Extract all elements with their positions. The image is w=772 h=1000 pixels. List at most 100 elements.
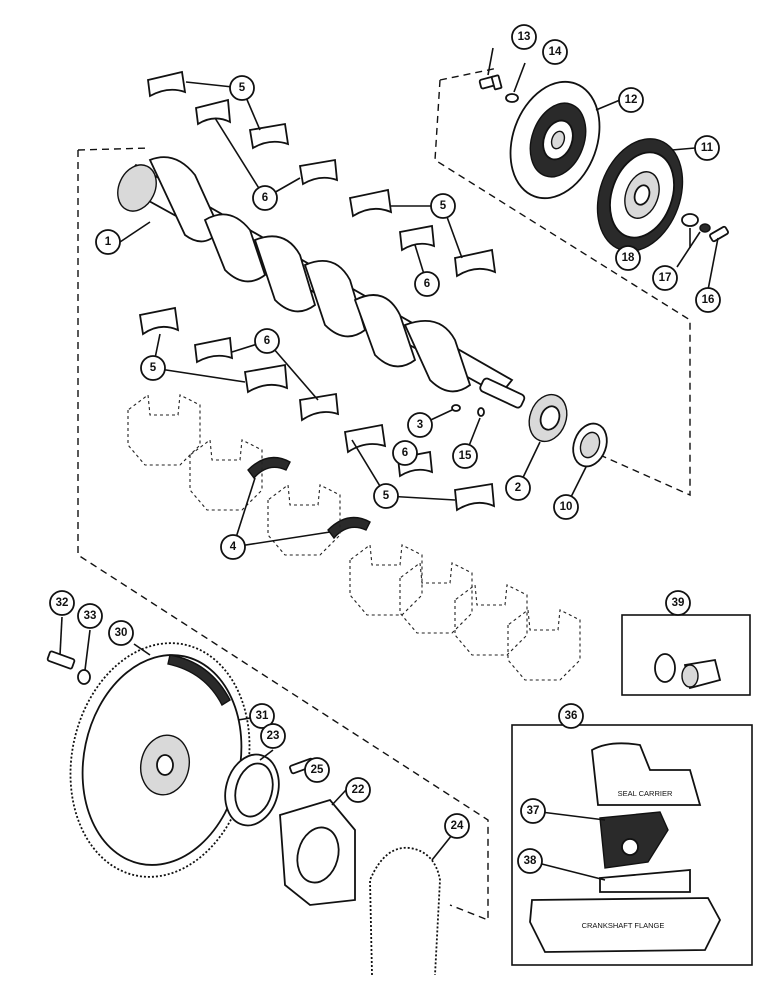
inset-36-box: SEAL CARRIER CRANKSHAFT FLANGE [511, 724, 753, 966]
callout-6: 6 [254, 328, 280, 354]
callout-37: 37 [520, 798, 546, 824]
svg-text:17: 17 [659, 272, 672, 284]
callout-6: 6 [392, 440, 418, 466]
bearing-shell-6 [298, 158, 339, 186]
bolt-16 [709, 225, 729, 243]
svg-text:2: 2 [515, 482, 521, 494]
callout-14: 14 [542, 39, 568, 65]
svg-text:39: 39 [672, 597, 685, 609]
bolt-32 [46, 650, 76, 670]
bearing-shell-6 [299, 392, 340, 422]
bearing-cap [454, 583, 528, 656]
bearing-shell-5 [348, 188, 393, 218]
callout-16: 16 [695, 287, 721, 313]
callout-2: 2 [505, 475, 531, 501]
svg-text:6: 6 [424, 278, 430, 290]
bearing-cap [267, 483, 341, 556]
callout-4: 4 [220, 534, 246, 560]
washer-17 [699, 223, 711, 233]
callout-31: 31 [249, 703, 275, 729]
bearing-shell-5 [243, 363, 289, 394]
bolt-13 [478, 74, 503, 91]
svg-text:31: 31 [256, 710, 269, 722]
svg-text:32: 32 [56, 597, 69, 609]
bearing-shell-5 [454, 482, 496, 512]
callout-1: 1 [95, 229, 121, 255]
thrust-washer-4 [327, 516, 371, 540]
washer-14 [505, 93, 519, 103]
callout-18: 18 [615, 245, 641, 271]
svg-text:18: 18 [622, 252, 635, 264]
bearing-shell-5 [343, 423, 387, 454]
svg-text:5: 5 [440, 200, 447, 212]
callout-25: 25 [304, 757, 330, 783]
damper-12 [509, 80, 601, 200]
inset-39-box [621, 614, 751, 696]
bearing-shell-5 [454, 248, 497, 278]
svg-text:6: 6 [402, 447, 408, 459]
bearing-cap [189, 438, 263, 511]
svg-text:1: 1 [105, 236, 112, 248]
bearing-shell-5 [138, 306, 180, 336]
crankshaft-1 [117, 156, 526, 409]
svg-text:15: 15 [459, 450, 472, 462]
callout-15: 15 [452, 443, 478, 469]
thrust-washer-4 [247, 456, 291, 480]
callout-17: 17 [652, 265, 678, 291]
bearing-shell-6 [195, 98, 232, 126]
seal-carrier-section [591, 742, 702, 806]
svg-text:13: 13 [518, 31, 531, 43]
callout-12: 12 [618, 87, 644, 113]
svg-text:6: 6 [264, 335, 270, 347]
callout-38: 38 [517, 848, 543, 874]
callout-5: 5 [430, 193, 456, 219]
bearing-shell-6 [399, 224, 436, 252]
key-15 [477, 407, 485, 417]
svg-text:25: 25 [311, 764, 324, 776]
svg-text:4: 4 [230, 541, 237, 553]
svg-text:23: 23 [267, 730, 280, 742]
bearing-shell-6 [194, 336, 234, 364]
svg-text:33: 33 [84, 610, 97, 622]
bearing-cap [507, 608, 581, 681]
svg-text:14: 14 [549, 46, 562, 58]
bearing-shell-5 [147, 70, 187, 98]
svg-text:5: 5 [150, 362, 157, 374]
bearing-cap [349, 543, 423, 616]
flywheel-30 [69, 642, 251, 878]
svg-text:37: 37 [527, 805, 540, 817]
callout-3: 3 [407, 412, 433, 438]
callout-36: 36 [558, 703, 584, 729]
callout-10: 10 [553, 494, 579, 520]
crankshaft-group-boundary-top [77, 147, 151, 151]
rear-seal-23 [224, 753, 280, 827]
svg-text:38: 38 [524, 855, 537, 867]
callout-5: 5 [140, 355, 166, 381]
callout-6: 6 [414, 271, 440, 297]
pulley-11 [596, 138, 684, 252]
svg-text:6: 6 [262, 192, 268, 204]
callout-22: 22 [345, 777, 371, 803]
svg-text:5: 5 [383, 490, 390, 502]
front-seal-10 [572, 422, 608, 468]
bearing-shell-5 [248, 122, 290, 150]
callout-5: 5 [373, 483, 399, 509]
callout-24: 24 [444, 813, 470, 839]
crankshaft-gear-2 [528, 393, 568, 443]
svg-text:3: 3 [417, 419, 423, 431]
svg-text:22: 22 [352, 784, 365, 796]
callout-39: 39 [665, 590, 691, 616]
washer-33 [77, 669, 91, 685]
svg-text:5: 5 [239, 82, 246, 94]
washer-18 [681, 213, 699, 227]
callout-11: 11 [694, 135, 720, 161]
key-3 [451, 404, 461, 412]
svg-text:12: 12 [625, 94, 638, 106]
callout-32: 32 [49, 590, 75, 616]
crankshaft-flange-label: CRANKSHAFT FLANGE [582, 921, 665, 930]
svg-text:36: 36 [565, 710, 578, 722]
seal-carrier-22 [279, 798, 356, 906]
callout-33: 33 [77, 603, 103, 629]
svg-text:11: 11 [701, 142, 714, 154]
bearing-cap [399, 561, 473, 634]
